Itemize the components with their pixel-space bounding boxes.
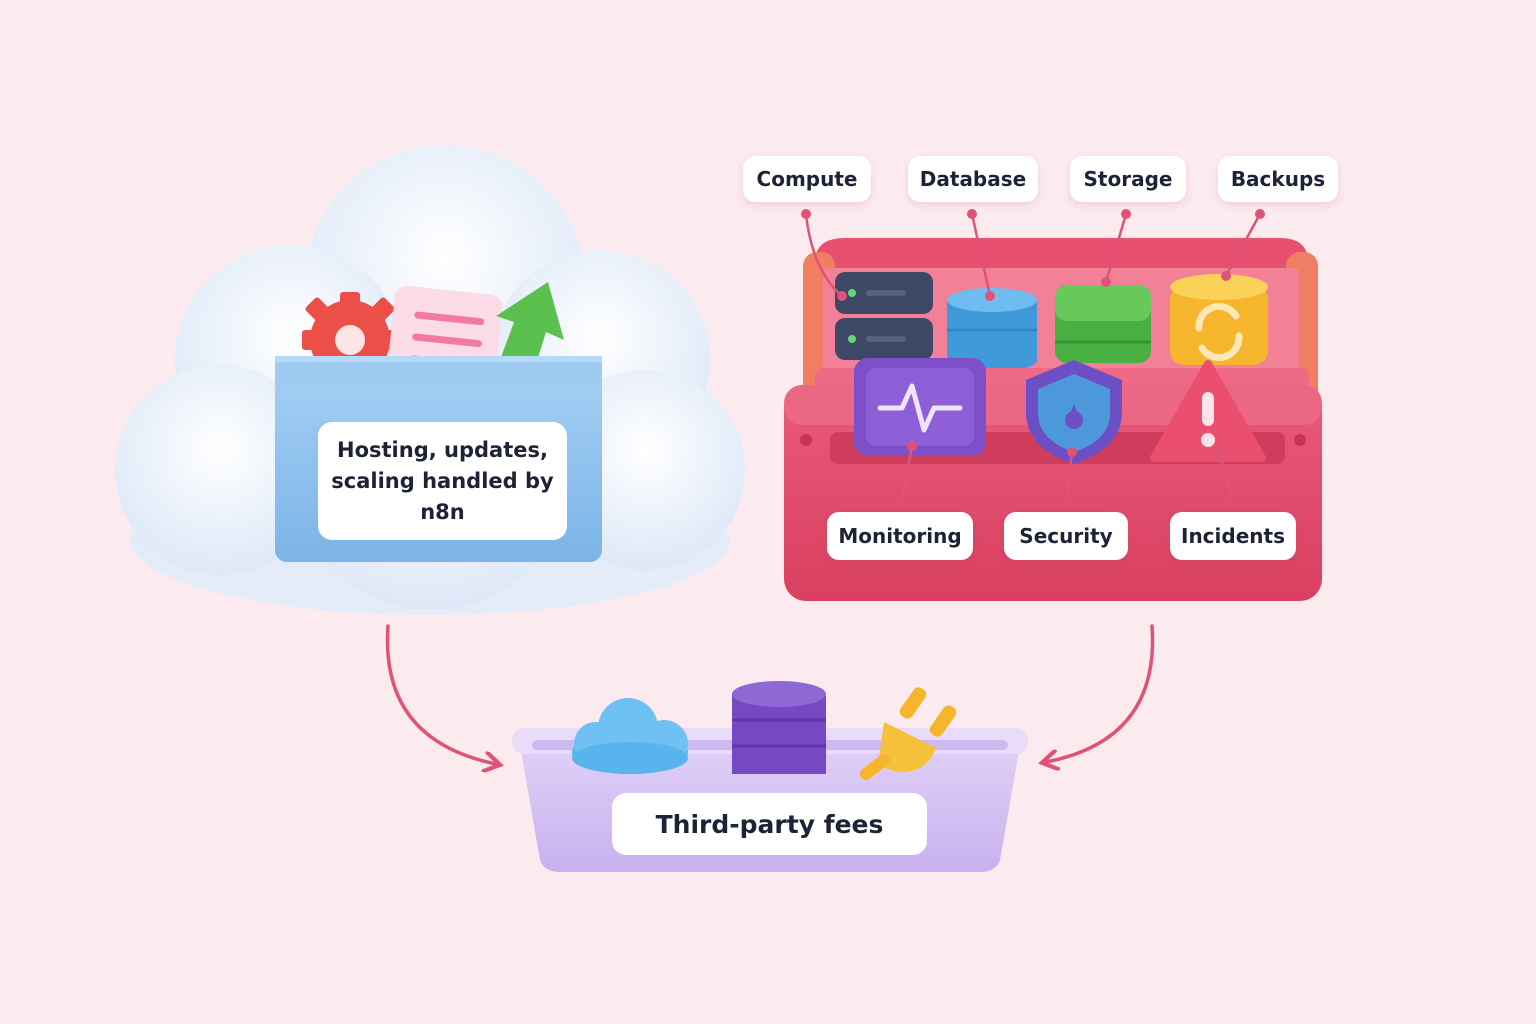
arrow-to-fees-left	[385, 624, 496, 764]
storage-icon	[1055, 285, 1151, 363]
database-label: Database	[908, 156, 1038, 202]
heartbeat-monitor-icon	[854, 358, 986, 456]
backup-icon	[1170, 274, 1268, 365]
cloud-icon	[572, 698, 688, 774]
plug-icon	[860, 687, 957, 780]
server-icon	[835, 272, 933, 360]
security-label: Security	[1004, 512, 1128, 560]
compute-label: Compute	[743, 156, 871, 202]
database-icon	[732, 681, 826, 774]
fees-label: Third-party fees	[612, 793, 927, 855]
incidents-label: Incidents	[1170, 512, 1296, 560]
label-connectors	[804, 213, 1262, 501]
storage-label: Storage	[1070, 156, 1186, 202]
warning-icon	[1150, 360, 1266, 462]
connector-dots	[801, 209, 1265, 461]
managed-label: Hosting, updates, scaling handled by n8n	[318, 422, 567, 540]
shield-icon	[1026, 360, 1122, 464]
monitoring-label: Monitoring	[827, 512, 973, 560]
backups-label: Backups	[1218, 156, 1338, 202]
arrow-to-fees-right	[1046, 624, 1155, 762]
